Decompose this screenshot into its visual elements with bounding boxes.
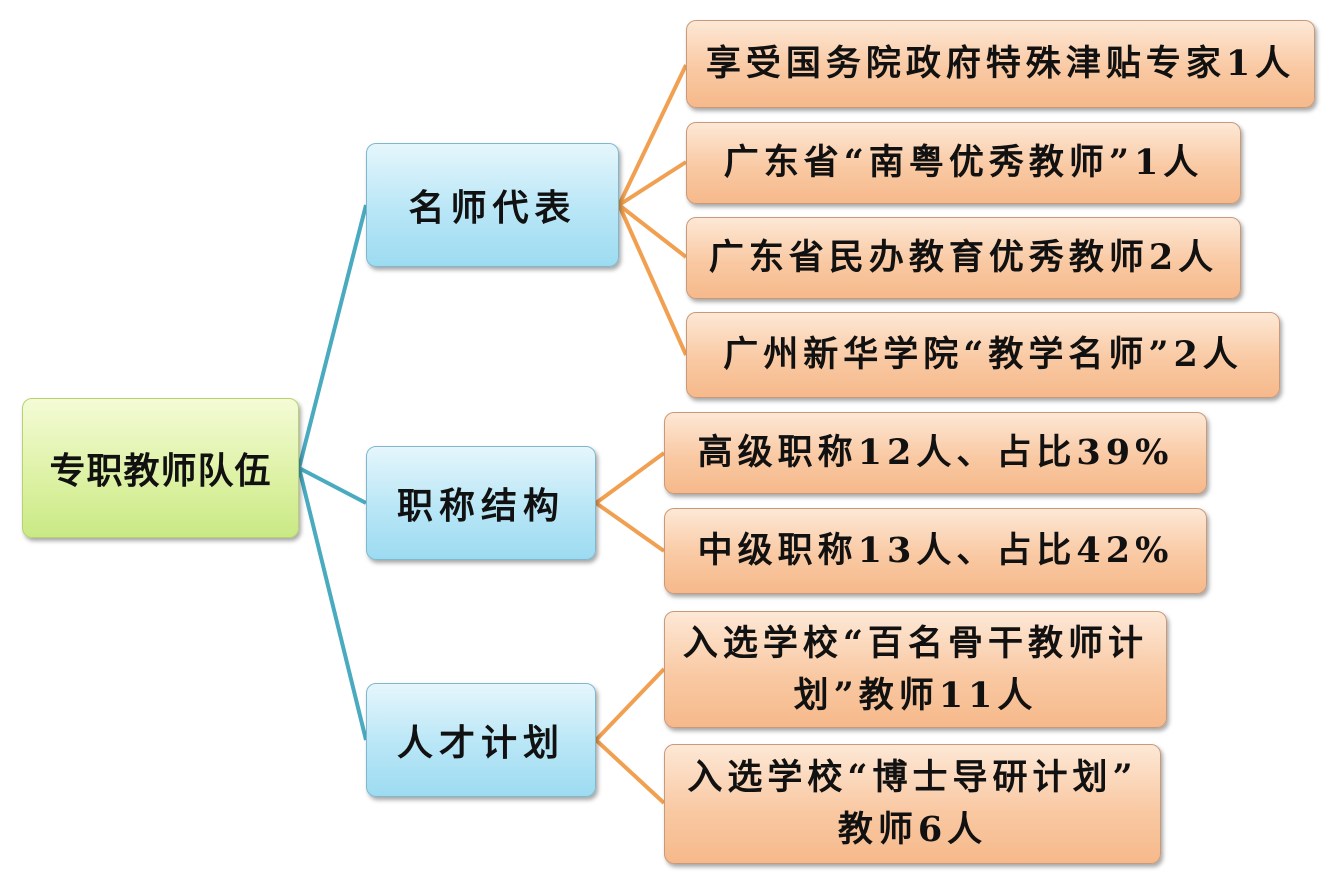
connector-root-to-category-1 <box>297 204 368 469</box>
item-node: 中级职称13人、占比42% <box>664 508 1207 594</box>
item-label: 广州新华学院“教学名师”2人 <box>723 334 1243 375</box>
category-label: 职称结构 <box>396 485 565 527</box>
item-node: 享受国务院政府特殊津贴专家1人 <box>686 20 1315 108</box>
root-label: 专职教师队伍 <box>49 450 272 492</box>
item-label: 广东省民办教育优秀教师2人 <box>708 237 1219 278</box>
connector-category-1-to-item-1 <box>617 64 688 206</box>
connector-root-to-category-2 <box>298 466 367 505</box>
item-label: 广东省“南粤优秀教师”1人 <box>723 142 1204 183</box>
category-node-famous-teachers: 名师代表 <box>366 143 619 267</box>
connector-category-1-to-item-2 <box>617 160 688 207</box>
connector-category-1-to-item-4 <box>617 204 688 356</box>
category-node-talent-plan: 人才计划 <box>366 683 596 797</box>
connector-root-to-category-3 <box>297 467 368 741</box>
item-label: 入选学校“博士导研计划” 教师6人 <box>687 757 1138 850</box>
item-label: 入选学校“百名骨干教师计 划”教师11人 <box>682 622 1149 716</box>
item-node: 入选学校“博士导研计划” 教师6人 <box>664 744 1161 864</box>
connector-category-3-to-item-1 <box>594 667 666 742</box>
item-node: 广东省“南粤优秀教师”1人 <box>686 122 1241 204</box>
category-label: 名师代表 <box>408 187 577 229</box>
item-node: 广东省民办教育优秀教师2人 <box>686 217 1241 299</box>
category-label: 人才计划 <box>396 722 565 764</box>
connector-category-2-to-item-2 <box>594 501 666 553</box>
connector-category-1-to-item-3 <box>617 203 688 259</box>
item-label: 中级职称13人、占比42% <box>697 530 1174 571</box>
connector-category-2-to-item-1 <box>594 451 666 505</box>
item-node: 高级职称12人、占比39% <box>664 412 1207 494</box>
item-label: 高级职称12人、占比39% <box>697 432 1174 473</box>
connector-category-3-to-item-2 <box>594 738 666 805</box>
category-node-title-structure: 职称结构 <box>366 446 596 560</box>
item-label: 享受国务院政府特殊津贴专家1人 <box>705 43 1296 84</box>
item-node: 广州新华学院“教学名师”2人 <box>686 312 1280 398</box>
root-node: 专职教师队伍 <box>22 398 299 538</box>
item-node: 入选学校“百名骨干教师计 划”教师11人 <box>664 611 1167 728</box>
